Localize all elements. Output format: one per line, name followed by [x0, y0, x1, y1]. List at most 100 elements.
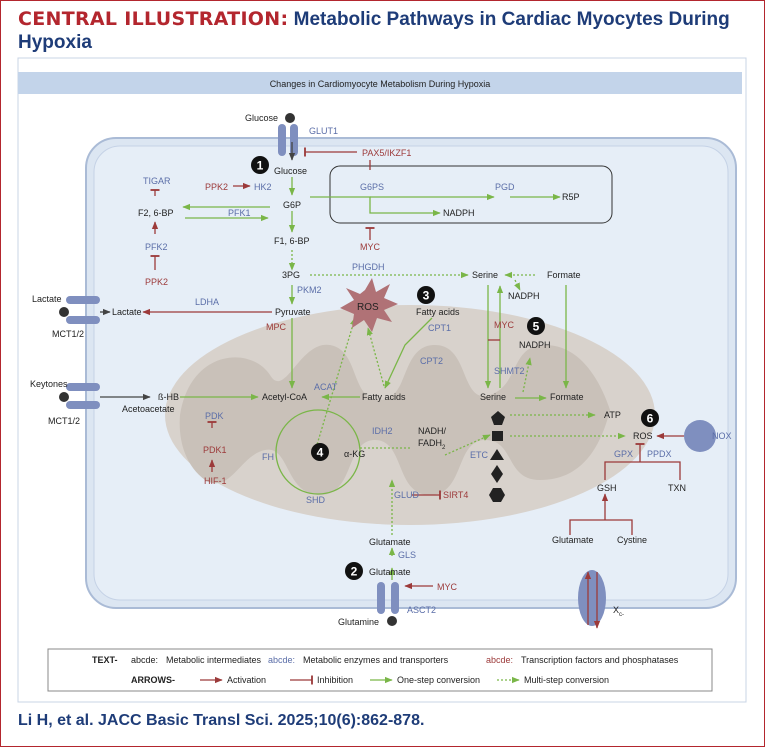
fadh-subscript: 2 — [442, 445, 446, 451]
ros-right-label: ROS — [633, 431, 653, 441]
panel-title-bar — [18, 72, 742, 94]
3pg-label: 3PG — [282, 270, 300, 280]
legend-multi-step: Multi-step conversion — [524, 675, 609, 685]
keytones-dot — [59, 392, 69, 402]
legend-abbr-2: abcde: — [268, 655, 295, 665]
lactate-dot — [59, 307, 69, 317]
lactate-outside: Lactate — [32, 294, 62, 304]
xc-subscript: c- — [619, 612, 624, 618]
serine-mito-label: Serine — [480, 392, 506, 402]
fh-label: FH — [262, 452, 274, 462]
serine-top-label: Serine — [472, 270, 498, 280]
gls-label: GLS — [398, 550, 416, 560]
glutamate-right-label: Glutamate — [552, 535, 594, 545]
panel-title: Changes in Cardiomyocyte Metabolism Duri… — [270, 79, 491, 89]
g6p-label: G6P — [283, 200, 301, 210]
mpc-label: MPC — [266, 322, 287, 332]
etc-label: ETC — [470, 450, 489, 460]
step-6-label: 6 — [647, 412, 654, 426]
myc-mid-label: MYC — [494, 320, 515, 330]
glut1-transporter — [278, 124, 298, 156]
fadh-label: FADH2 — [418, 438, 446, 451]
glud-label: GLUD — [394, 490, 420, 500]
figure-title: CENTRAL ILLUSTRATION: Metabolic Pathways… — [18, 8, 758, 54]
title-rest: Metabolic Pathways in Cardiac Myocytes D… — [18, 9, 730, 53]
ppdx-label: PPDX — [647, 449, 672, 459]
keytones-label: Keytones — [30, 379, 68, 389]
myc-top-label: MYC — [360, 242, 381, 252]
etc-complex-pentagon-icon — [491, 411, 505, 425]
legend-text-label: TEXT- — [92, 655, 118, 665]
mct-transporter-a — [66, 296, 100, 324]
fa-mito-arrow — [384, 317, 433, 389]
nox-label: NOX — [712, 431, 732, 441]
nadph-mid-label: NADPH — [519, 340, 551, 350]
legend-abbr-3: abcde: — [486, 655, 513, 665]
pyruvate-label: Pyruvate — [275, 307, 311, 317]
mct-transporter-b — [66, 383, 100, 409]
akg-label: α-KG — [344, 449, 365, 459]
acat-label: ACAT — [314, 382, 338, 392]
glutamine-dot — [387, 616, 397, 626]
lactate-inside: Lactate — [112, 307, 142, 317]
shd-label: SHD — [306, 495, 326, 505]
ldha-label: LDHA — [195, 297, 219, 307]
nadph-top-label: NADPH — [508, 291, 540, 301]
xc-text: X — [613, 605, 619, 615]
gpx-label: GPX — [614, 449, 633, 459]
glucose-outside: Glucose — [245, 113, 278, 123]
tigar-label: TIGAR — [143, 176, 171, 186]
xc-transporter — [578, 570, 606, 626]
fatty-acids-mito-label: Fatty acids — [362, 392, 406, 402]
txn-label: TXN — [668, 483, 686, 493]
acetyl-coa-label: Acetyl-CoA — [262, 392, 307, 402]
step-3-label: 3 — [423, 289, 430, 303]
formate-mito-label: Formate — [550, 392, 584, 402]
g6p-ppp-arrow — [310, 196, 441, 217]
idh2-label: IDH2 — [372, 426, 393, 436]
glutamine-label: Glutamine — [338, 617, 379, 627]
gsh-txn-bracket — [604, 461, 681, 480]
gsh-label: GSH — [597, 483, 617, 493]
step-badges: 1 2 3 4 5 6 — [251, 156, 659, 580]
atp-label: ATP — [604, 410, 621, 420]
mitochondrion-cristae — [179, 344, 610, 495]
pfk2-label: PFK2 — [145, 242, 168, 252]
cpt1-label: CPT1 — [428, 323, 451, 333]
etc-complex-hexagon-icon — [489, 488, 505, 502]
cpt2-label: CPT2 — [420, 356, 443, 366]
ppp-box — [329, 165, 613, 224]
glucose-inside: Glucose — [274, 166, 307, 176]
citation: Li H, et al. JACC Basic Transl Sci. 2025… — [18, 712, 425, 729]
legend-enzymes: Metabolic enzymes and transporters — [303, 655, 449, 665]
bhb-label: ß-HB — [158, 392, 179, 402]
nadh-etc-arrow — [444, 434, 491, 456]
tca-cycle-ring — [275, 409, 361, 495]
glutamate-bottom-label: Glutamate — [369, 567, 411, 577]
glutamate-top-label: Glutamate — [369, 537, 411, 547]
sirt4-label: SIRT4 — [443, 490, 468, 500]
pax5-label: PAX5/IKZF1 — [362, 148, 411, 158]
ros-burst-icon — [340, 278, 398, 332]
f16bp-label: F1, 6-BP — [274, 236, 310, 246]
phgdh-label: PHGDH — [352, 262, 385, 272]
serine-nadph-mito-arrow — [522, 357, 532, 393]
serine-nadph-arrow — [514, 279, 521, 291]
mct-a-label: MCT1/2 — [52, 329, 84, 339]
hif1-label: HIF-1 — [204, 476, 227, 486]
nadh-label: NADH/ — [418, 426, 447, 436]
step-2-label: 2 — [351, 565, 358, 579]
fadh-text: FADH — [418, 438, 442, 448]
ros-burst-label: ROS — [357, 302, 379, 313]
pgd-label: PGD — [495, 182, 515, 192]
g6ps-label: G6PS — [360, 182, 384, 192]
legend-box — [47, 648, 713, 692]
mct-b-label: MCT1/2 — [48, 416, 80, 426]
formate-top-label: Formate — [547, 270, 581, 280]
panel-border — [17, 57, 747, 703]
etc-complex-diamond-icon — [491, 465, 503, 483]
tca-ros-arrow — [315, 317, 356, 449]
cystine-label: Cystine — [617, 535, 647, 545]
asct2-label: ASCT2 — [407, 605, 436, 615]
